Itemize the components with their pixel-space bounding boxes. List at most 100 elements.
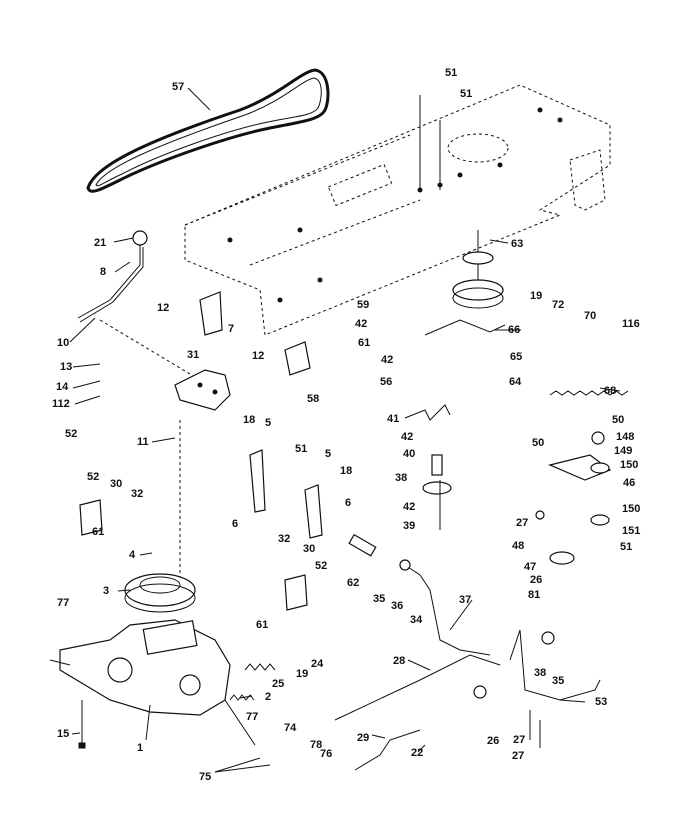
callout: 51 — [295, 443, 307, 455]
callout: 36 — [391, 600, 403, 612]
callout: 148 — [616, 431, 634, 443]
brake-bracket — [548, 454, 612, 481]
pulley-47 — [549, 551, 575, 565]
callout: 150 — [620, 459, 638, 471]
callout: 19 — [296, 668, 308, 680]
callout: 18 — [243, 414, 255, 426]
callout: 10 — [57, 337, 69, 349]
mower-frame — [184, 84, 611, 336]
bracket-30-right — [284, 574, 308, 611]
callout: 53 — [595, 696, 607, 708]
callout: 7 — [228, 323, 234, 335]
shift-bracket — [174, 369, 231, 411]
callout: 52 — [65, 428, 77, 440]
callout: 61 — [358, 337, 370, 349]
callout: 42 — [401, 431, 413, 443]
callout: 21 — [94, 237, 106, 249]
idler-bracket — [404, 404, 451, 421]
callout: 5 — [265, 417, 271, 429]
callout: 52 — [87, 471, 99, 483]
callout: 51 — [460, 88, 472, 100]
callout: 32 — [278, 533, 290, 545]
shift-knob — [132, 230, 148, 246]
callout: 35 — [552, 675, 564, 687]
callout: 26 — [530, 574, 542, 586]
callout: 47 — [524, 561, 536, 573]
callout: 30 — [110, 478, 122, 490]
callout: 59 — [357, 299, 369, 311]
shift-rod-28 — [334, 654, 501, 721]
callout: 52 — [315, 560, 327, 572]
callout: 42 — [381, 354, 393, 366]
callout: 35 — [373, 593, 385, 605]
fasteners — [78, 95, 555, 749]
callout: 116 — [622, 318, 640, 330]
callout: 51 — [620, 541, 632, 553]
pulley-63-top — [462, 251, 494, 265]
callout: 58 — [307, 393, 319, 405]
plate-31 — [199, 291, 223, 336]
callout: 37 — [459, 594, 471, 606]
callout: 31 — [187, 349, 199, 361]
callout: 150 — [622, 503, 640, 515]
callout: 62 — [347, 577, 359, 589]
callout: 27 — [512, 750, 524, 762]
bracket-5-left — [249, 449, 266, 513]
callout: 75 — [199, 771, 211, 783]
callout: 70 — [584, 310, 596, 322]
callout: 27 — [516, 517, 528, 529]
callout: 61 — [256, 619, 268, 631]
pedal-grip-62 — [348, 533, 377, 557]
callout: 18 — [340, 465, 352, 477]
callout: 19 — [530, 290, 542, 302]
callout: 56 — [380, 376, 392, 388]
spring-68 — [549, 390, 629, 396]
callout: 40 — [403, 448, 415, 460]
callout: 50 — [612, 414, 624, 426]
callout: 68 — [604, 385, 616, 397]
callout: 63 — [511, 238, 523, 250]
callout: 4 — [129, 549, 136, 561]
callout: 11 — [137, 436, 149, 448]
callout: 42 — [355, 318, 367, 330]
callout: 51 — [445, 67, 457, 79]
callout: 34 — [410, 614, 423, 626]
idler-pulley-38 — [422, 481, 452, 495]
drive-belt — [86, 68, 330, 193]
callout: 42 — [403, 501, 415, 513]
callout: 12 — [252, 350, 264, 362]
callout: 76 — [320, 748, 332, 760]
bracket-5-right — [304, 484, 323, 539]
callout: 29 — [357, 732, 369, 744]
callout: 46 — [623, 477, 635, 489]
callout: 78 — [310, 739, 322, 751]
shift-lever — [77, 245, 141, 319]
callout: 8 — [100, 266, 106, 278]
callout: 38 — [395, 472, 407, 484]
callout: 64 — [509, 376, 522, 388]
callout: 12 — [157, 302, 169, 314]
callout: 27 — [513, 734, 525, 746]
transmission-pulley — [124, 573, 196, 607]
callout: 149 — [614, 445, 632, 457]
callout: 6 — [345, 497, 351, 509]
callout: 151 — [622, 525, 640, 537]
pulley-63 — [452, 279, 504, 301]
callout: 15 — [57, 728, 69, 740]
callout: 38 — [534, 667, 546, 679]
idler-arm — [424, 319, 506, 336]
callout: 57 — [172, 81, 184, 93]
callout: 2 — [265, 691, 271, 703]
rod-53 — [509, 629, 601, 701]
callout: 72 — [552, 299, 564, 311]
callout: 61 — [92, 526, 104, 538]
callout: 28 — [393, 655, 405, 667]
callout: 50 — [532, 437, 544, 449]
callout: 14 — [56, 381, 69, 393]
plate-58 — [284, 341, 311, 376]
callout: 32 — [131, 488, 143, 500]
callout: 77 — [57, 597, 69, 609]
callout: 5 — [325, 448, 331, 460]
